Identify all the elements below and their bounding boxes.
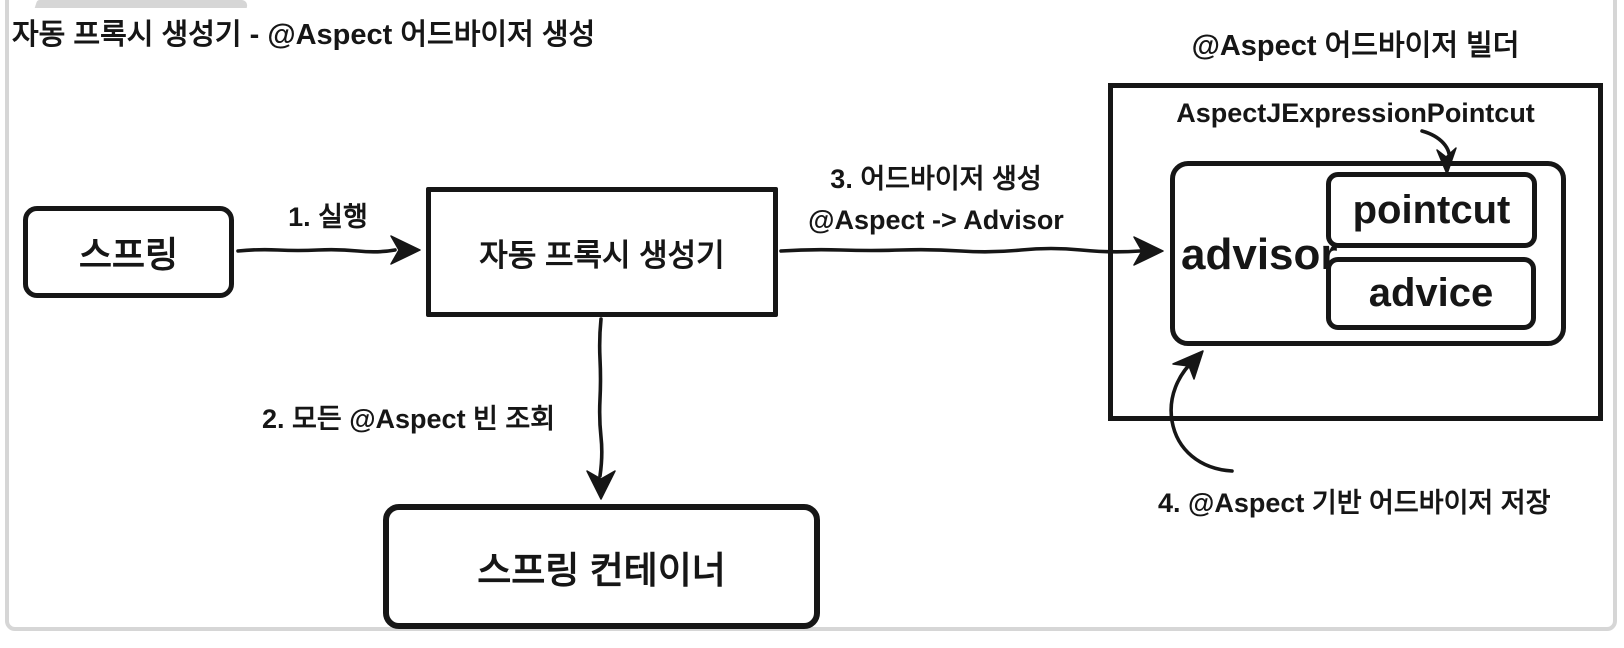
- step3-arrow-icon: [779, 236, 1164, 266]
- auto-proxy-creator-label: 자동 프록시 생성기: [479, 237, 725, 273]
- step2-arrow-icon: [586, 317, 616, 500]
- step3-label-line2: @Aspect -> Advisor: [808, 205, 1064, 235]
- spring-container-node: 스프링 컨테이너: [383, 504, 820, 629]
- step3-label: 3. 어드바이저 생성 @Aspect -> Advisor: [775, 159, 1097, 241]
- step1-arrow-icon: [236, 235, 421, 265]
- advisor-label: advisor: [1181, 230, 1338, 279]
- spring-node-label: 스프링: [78, 234, 179, 275]
- spring-container-label: 스프링 컨테이너: [477, 549, 726, 591]
- pointcut-label: pointcut: [1352, 187, 1511, 232]
- step4-label: 4. @Aspect 기반 어드바이저 저장: [1158, 488, 1551, 518]
- spring-node: 스프링: [23, 206, 234, 298]
- pointcut-box: pointcut: [1326, 172, 1537, 248]
- step3-label-line1: 3. 어드바이저 생성: [830, 164, 1042, 194]
- auto-proxy-creator-node: 자동 프록시 생성기: [426, 187, 778, 317]
- step1-label: 1. 실행: [288, 202, 368, 232]
- advice-label: advice: [1368, 271, 1494, 315]
- aspectj-expression-pointcut-label: AspectJExpressionPointcut: [1176, 98, 1535, 128]
- diagram-title: 자동 프록시 생성기 - @Aspect 어드바이저 생성: [12, 19, 596, 51]
- advisor-builder-title: @Aspect 어드바이저 빌더: [1191, 30, 1520, 62]
- slide-top-tab: [34, 0, 250, 8]
- step2-label: 2. 모든 @Aspect 빈 조회: [262, 404, 556, 434]
- advice-box: advice: [1326, 257, 1536, 330]
